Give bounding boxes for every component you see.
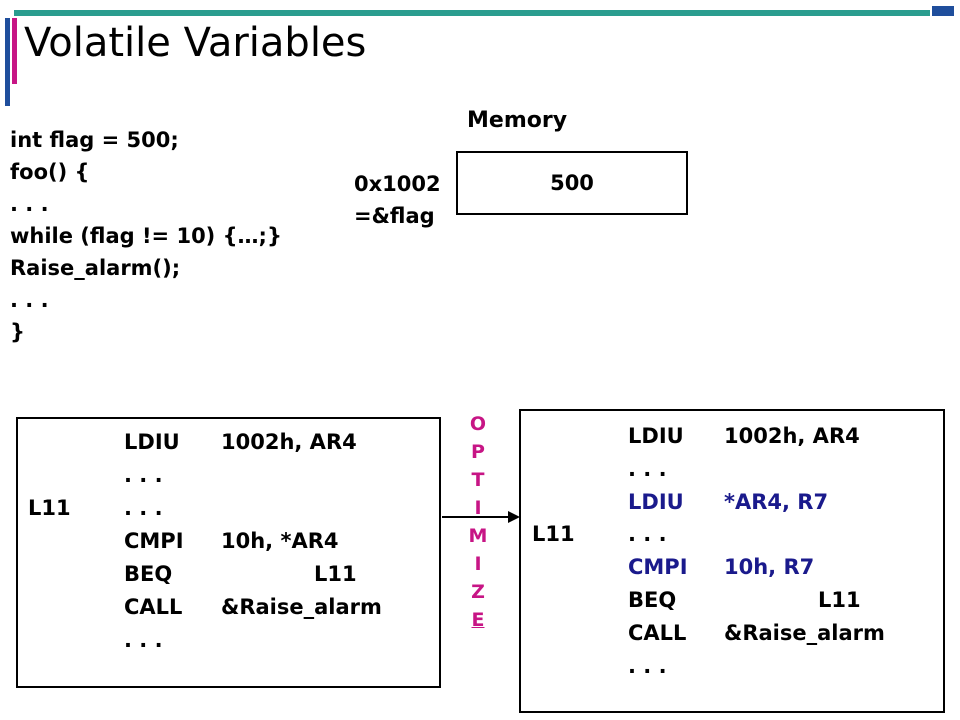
asm-arg: 1002h, AR4 [221, 430, 357, 454]
original-assembly-box: LDIU 1002h, AR4 . . . L11 . . . CMPI 10h… [16, 417, 441, 688]
asm-op: . . . [628, 522, 667, 546]
left-accent-bar [5, 18, 10, 106]
header-accent-bar [14, 10, 930, 16]
memory-address-alias: =&flag [354, 204, 435, 228]
asm-op: . . . [628, 457, 667, 481]
code-line: Raise_alarm(); [10, 256, 181, 280]
loop-label: L11 [28, 496, 71, 520]
code-line: } [10, 320, 25, 344]
optimize-letter: I [474, 497, 482, 519]
optimize-arrow [442, 511, 520, 523]
asm-op: BEQ [124, 562, 173, 586]
asm-op: LDIU [124, 430, 180, 454]
asm-op-highlight: CMPI [628, 555, 688, 579]
optimize-letter: P [471, 441, 485, 463]
asm-arg-highlight: 10h, R7 [724, 555, 815, 579]
asm-arg: &Raise_alarm [221, 595, 382, 619]
asm-op: CALL [124, 595, 183, 619]
code-line: . . . [10, 288, 49, 312]
asm-arg: &Raise_alarm [724, 621, 885, 645]
code-line: while (flag != 10) {…;} [10, 224, 282, 248]
asm-op: . . . [124, 496, 163, 520]
optimize-letter: Z [471, 581, 485, 603]
asm-arg: 1002h, AR4 [724, 424, 860, 448]
optimize-letter: M [468, 525, 488, 547]
slide-title: Volatile Variables [24, 20, 367, 66]
code-line: int flag = 500; [10, 128, 179, 152]
memory-cell-value: 500 [550, 171, 594, 195]
asm-op: . . . [628, 654, 667, 678]
asm-op: LDIU [628, 424, 684, 448]
header-accent-block [932, 6, 954, 16]
code-line: . . . [10, 192, 49, 216]
code-line: foo() { [10, 160, 90, 184]
asm-op: . . . [124, 463, 163, 487]
left-accent-bar-pink [12, 18, 17, 84]
optimize-letter: O [469, 413, 487, 435]
asm-op-highlight: LDIU [628, 490, 684, 514]
asm-op: CMPI [124, 529, 184, 553]
asm-op: BEQ [628, 588, 677, 612]
loop-label: L11 [532, 522, 575, 546]
memory-address-hex: 0x1002 [354, 172, 441, 196]
memory-address: 0x1002 =&flag [354, 168, 441, 232]
memory-label: Memory [467, 108, 568, 133]
asm-arg: L11 [314, 562, 357, 586]
source-code-block: int flag = 500; foo() { . . . while (fla… [10, 124, 282, 348]
optimize-letter: T [471, 469, 485, 491]
asm-arg: L11 [818, 588, 861, 612]
optimize-label: O P T I M I Z E [466, 412, 490, 640]
memory-cell: 500 [456, 151, 688, 215]
optimize-letter: I [474, 553, 482, 575]
asm-arg: 10h, *AR4 [221, 529, 339, 553]
asm-op: . . . [124, 628, 163, 652]
optimized-assembly-box: LDIU 1002h, AR4 . . . LDIU *AR4, R7 L11 … [519, 409, 945, 713]
asm-op: CALL [628, 621, 687, 645]
asm-arg-highlight: *AR4, R7 [724, 490, 829, 514]
optimize-letter: E [471, 609, 485, 631]
